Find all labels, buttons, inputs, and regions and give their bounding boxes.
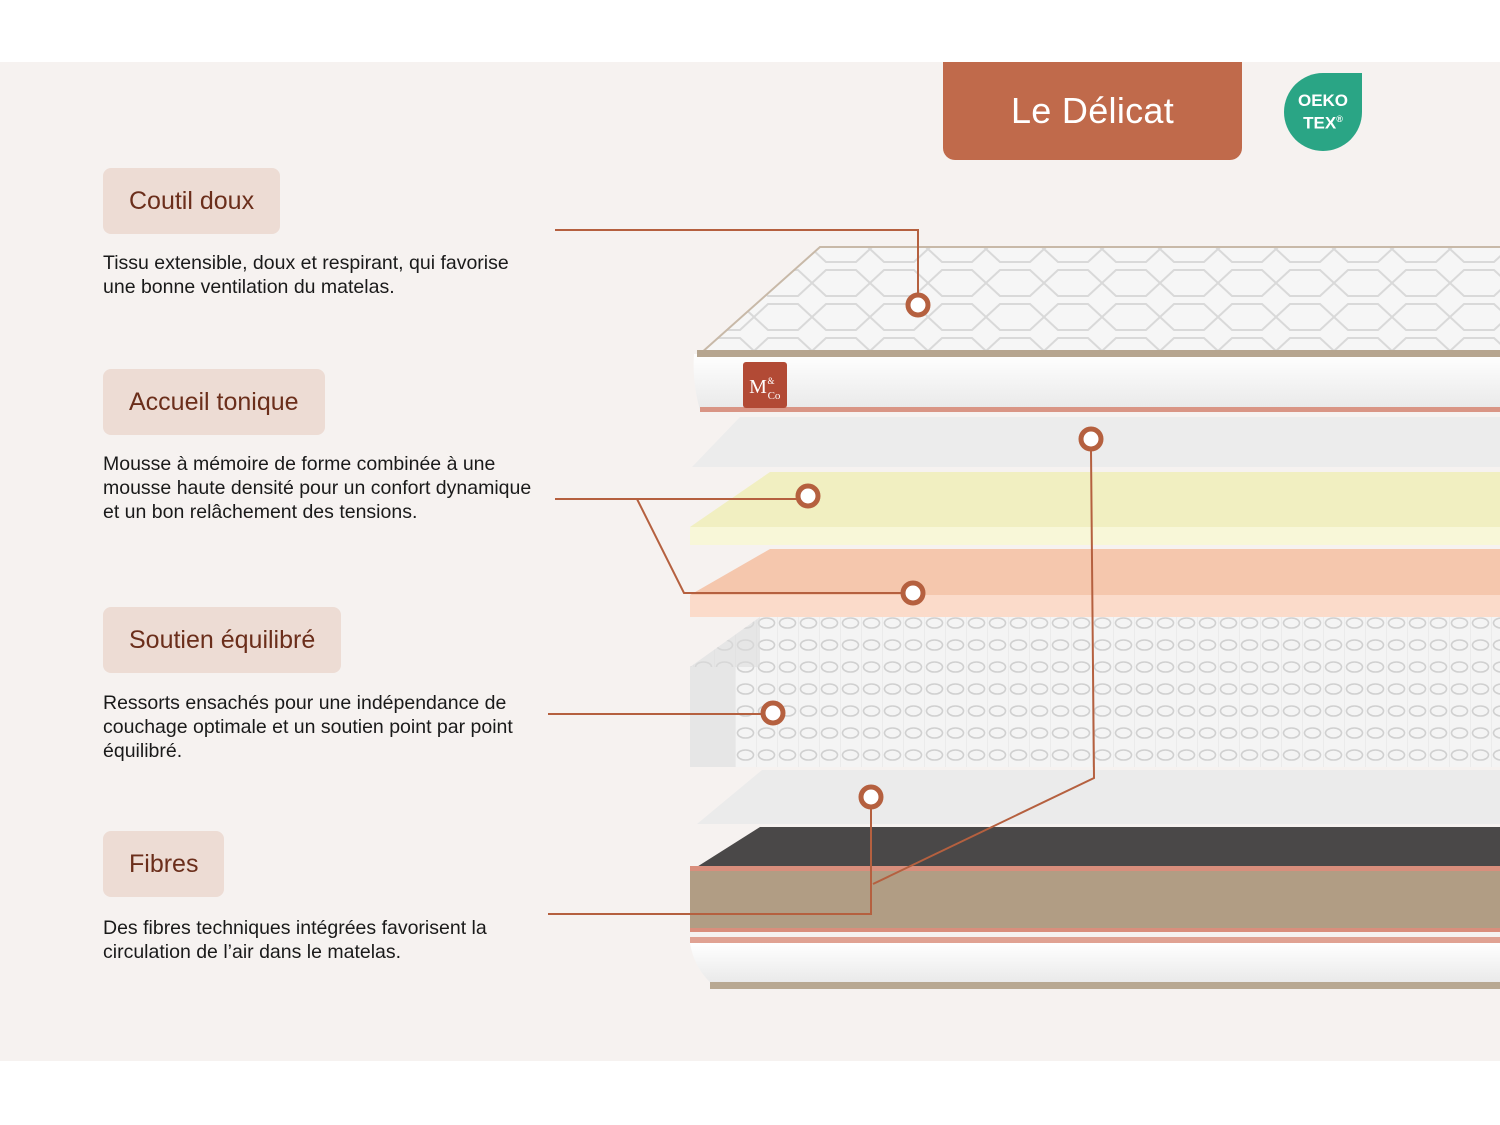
layer-desc-fibres: Des fibres techniques intégrées favorise… — [103, 917, 487, 963]
brand-tag: M & Co — [743, 362, 787, 408]
layer-title-soutien: Soutien équilibré — [103, 607, 342, 673]
marker-memory-foam[interactable] — [795, 483, 821, 509]
layer-title-fibres: Fibres — [103, 831, 225, 897]
memory-foam-layer — [690, 472, 1500, 545]
layer-desc-coutil: Tissu extensible, doux et respirant, qui… — [103, 252, 509, 298]
oeko-tex-badge: OEKO TEX® — [1284, 73, 1362, 151]
bottom-base — [690, 827, 1500, 989]
marker-fibres[interactable] — [858, 784, 884, 810]
marker-coutil[interactable] — [905, 292, 931, 318]
hd-foam-layer — [690, 549, 1500, 617]
pocket-springs-layer — [690, 617, 1500, 767]
svg-text:&: & — [767, 376, 774, 386]
svg-text:Co: Co — [768, 390, 781, 402]
product-title-tab: Le Délicat — [943, 62, 1242, 160]
layer-desc-soutien: Ressorts ensachés pour une indépendance … — [103, 692, 513, 762]
leader-lines — [548, 229, 1096, 915]
marker-springs[interactable] — [760, 700, 786, 726]
top-cover-layer — [693, 246, 1500, 412]
marker-hd-foam[interactable] — [900, 580, 926, 606]
oeko-line2: TEX — [1303, 113, 1337, 133]
mattress-illustration: M & Co — [548, 229, 1500, 989]
svg-text:M: M — [749, 376, 767, 398]
fibre-layer — [697, 770, 1500, 824]
oeko-line1: OEKO — [1297, 91, 1349, 111]
infographic-panel: M & Co — [0, 62, 1500, 1061]
oeko-mark: ® — [1336, 114, 1343, 125]
marker-white-layer[interactable] — [1078, 426, 1104, 452]
layer-title-accueil: Accueil tonique — [103, 369, 325, 435]
layer-desc-accueil: Mousse à mémoire de forme combinée à une… — [103, 453, 532, 523]
product-title: Le Délicat — [1010, 90, 1175, 131]
layer-title-coutil: Coutil doux — [103, 168, 281, 234]
